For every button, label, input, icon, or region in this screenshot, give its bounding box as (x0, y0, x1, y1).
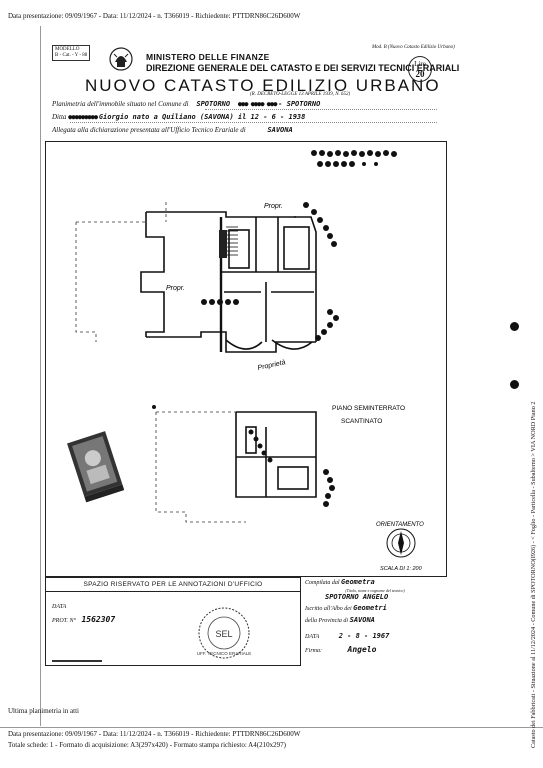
stamp-value: 20 (415, 69, 425, 79)
compiler-box: Compilata dal Geometra (Titolo, nome e c… (305, 578, 445, 656)
mod-reference: Mod. B (Nuovo Catasto Edilizio Urbano) (372, 45, 455, 50)
underline (205, 109, 437, 110)
allegata-row: Allegata alla dichiarazione presentata a… (52, 126, 293, 134)
bottom-guide-line (0, 727, 543, 728)
office-box: SPAZIO RISERVATO PER LE ANNOTAZIONI D'UF… (45, 577, 301, 666)
provincia-value: SAVONA (349, 615, 375, 624)
compilata-value: Geometra (341, 578, 375, 586)
office-seal-icon: SEL UFF. TECNICO ERARIALE (197, 607, 251, 659)
compilata-note: (Titolo, nome e cognome del tecnico) (345, 587, 405, 593)
margin-mark (510, 380, 519, 389)
decree-note: (R. DECRETO-LEGGE 13 APRILE 1939, N. 652… (250, 92, 351, 97)
right-margin-text: Catasto dei Fabbricati - Situazione al 1… (530, 401, 537, 748)
compiler-name: SPOTORNO ANGELO (325, 592, 389, 601)
prot-value: 1562307 (81, 615, 116, 624)
propr-left-label: Propr. (166, 285, 185, 292)
footer-line-2: Totale schede: 1 - Formato di acquisizio… (8, 741, 286, 749)
stamp-label: Lire (414, 60, 426, 68)
scale-bar (52, 660, 102, 662)
document-title: NUOVO CATASTO EDILIZIO URBANO (85, 76, 441, 95)
albo-value: Geometri (353, 604, 387, 613)
office-header: SPAZIO RISERVATO PER LE ANNOTAZIONI D'UF… (46, 578, 300, 592)
footer-line-1: Data presentazione: 09/09/1967 - Data: 1… (8, 730, 301, 738)
emblem-icon (109, 47, 133, 71)
scala-label: SCALA DI 1: 200 (380, 566, 423, 572)
redacted-mark: ●●● ●●●● ●●● (237, 100, 278, 108)
allegata-label: Allegata alla dichiarazione presentata a… (52, 126, 246, 134)
compiler-data-value: 2 - 8 - 1967 (338, 631, 390, 640)
drawing-frame (45, 141, 447, 577)
ditta-row: Ditta ●●●●●●●●● Giorgio nato a Quiliano … (52, 113, 305, 121)
ufficio-value: SAVONA (267, 126, 293, 134)
proprieta-label: Proprietà (257, 359, 286, 372)
redaction-marks-lower (152, 405, 335, 507)
firma-label: Firma: (305, 648, 322, 655)
planimetria-row: Planimetria dell'immobile situato nel Co… (52, 100, 320, 108)
office-data-label: DATA (52, 604, 67, 610)
upper-plan (140, 211, 317, 353)
compilata-label: Compilata dal (305, 580, 340, 586)
compass-icon (386, 528, 416, 558)
orientamento-label: ORIENTAMENTO (376, 522, 424, 528)
iscritto-label: Iscritto all'Albo dei (305, 606, 352, 613)
top-header-text: Data presentazione: 09/09/1967 - Data: 1… (8, 12, 301, 20)
scantinato-label: SCANTINATO (341, 418, 382, 425)
lower-boundary-lines (155, 411, 246, 523)
model-box: MODELLO B - Cat. - Y - 88 (52, 45, 91, 61)
boundary-lines (75, 202, 167, 342)
office-prot-row: PROT. N° 1562307 (52, 615, 115, 624)
prot-label: PROT. N° (52, 618, 76, 624)
propr-top-label: Propr. (264, 203, 283, 210)
svg-text:SEL: SEL (215, 629, 232, 639)
comune-value: SPOTORNO (196, 100, 231, 108)
ministry-title: MINISTERO DELLE FINANZE (146, 52, 270, 62)
ditta-label: Ditta (52, 113, 67, 121)
postage-stamp-icon (66, 428, 124, 508)
hatched-wall (219, 230, 227, 258)
planimetria-label: Planimetria dell'immobile situato nel Co… (52, 100, 189, 108)
ditta-value: Giorgio nato a Quiliano (SAVONA) il 12 -… (98, 113, 306, 121)
direction-title: DIREZIONE GENERALE DEL CATASTO E DEI SER… (146, 63, 460, 73)
stairs (226, 226, 238, 256)
provincia-label: della Provincia di (305, 617, 349, 624)
model-code: B - Cat. - Y - 88 (55, 53, 88, 58)
redacted-mark: ●●●●●●●●● (68, 113, 98, 121)
seal-text: UFF. TECNICO ERARIALE (197, 651, 251, 656)
lower-plan (235, 411, 317, 498)
underline (70, 122, 437, 123)
floor-plan-drawing: Propr. Propr. Proprietà PIANO SEMINTERRA… (75, 150, 424, 572)
revenue-stamp: Lire 20 (408, 56, 432, 82)
margin-mark (510, 322, 519, 331)
compiler-data-label: DATA (305, 633, 320, 640)
comune-extra: - SPOTORNO (278, 100, 321, 108)
redaction-marks-top (311, 150, 397, 167)
redaction-marks-side (201, 202, 339, 341)
model-label: MODELLO (55, 47, 80, 52)
footer-note: Ultima planimetria in atti (8, 707, 79, 715)
signature: Angelo (347, 645, 377, 655)
piano-label: PIANO SEMINTERRATO (332, 405, 405, 412)
left-guide-line (40, 26, 41, 726)
